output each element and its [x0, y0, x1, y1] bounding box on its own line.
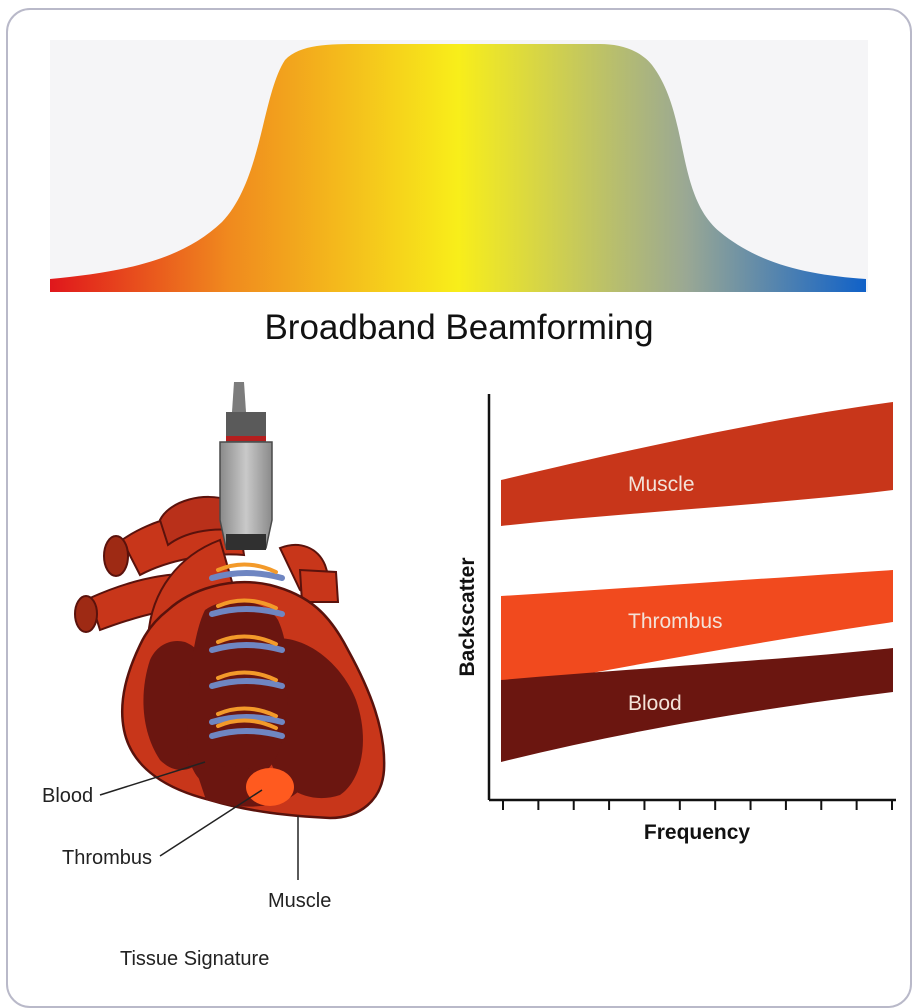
probe-body [219, 441, 273, 549]
x-axis-label: Frequency [644, 821, 751, 844]
heart-illustration: Blood Thrombus Muscle Tissue Signature [42, 382, 386, 970]
blood-leader-line [99, 761, 206, 796]
tissue-signature-caption: Tissue Signature [120, 948, 269, 970]
probe-cable [232, 382, 246, 412]
thrombus-band [501, 570, 893, 690]
muscle-band [501, 402, 893, 526]
y-axis-label: Backscatter [456, 557, 479, 676]
band-label-blood: Blood [628, 692, 682, 715]
spectrum-curve [50, 44, 866, 292]
thrombus-label: Thrombus [62, 847, 152, 869]
band-label-thrombus: Thrombus [628, 610, 723, 633]
blood-label: Blood [42, 785, 93, 807]
muscle-label: Muscle [268, 890, 331, 912]
thrombus-mass [246, 768, 294, 806]
probe-face [226, 534, 266, 550]
backscatter-chart: Muscle Thrombus Blood Backscatter Freque… [456, 394, 896, 844]
band-label-muscle: Muscle [628, 473, 695, 496]
blood-band [501, 648, 893, 762]
figure-title: Broadband Beamforming [264, 308, 654, 347]
thrombus-leader-line [159, 789, 263, 857]
ultrasound-waves [209, 562, 285, 739]
x-axis-ticks [502, 800, 893, 810]
center-chamber [187, 600, 289, 791]
